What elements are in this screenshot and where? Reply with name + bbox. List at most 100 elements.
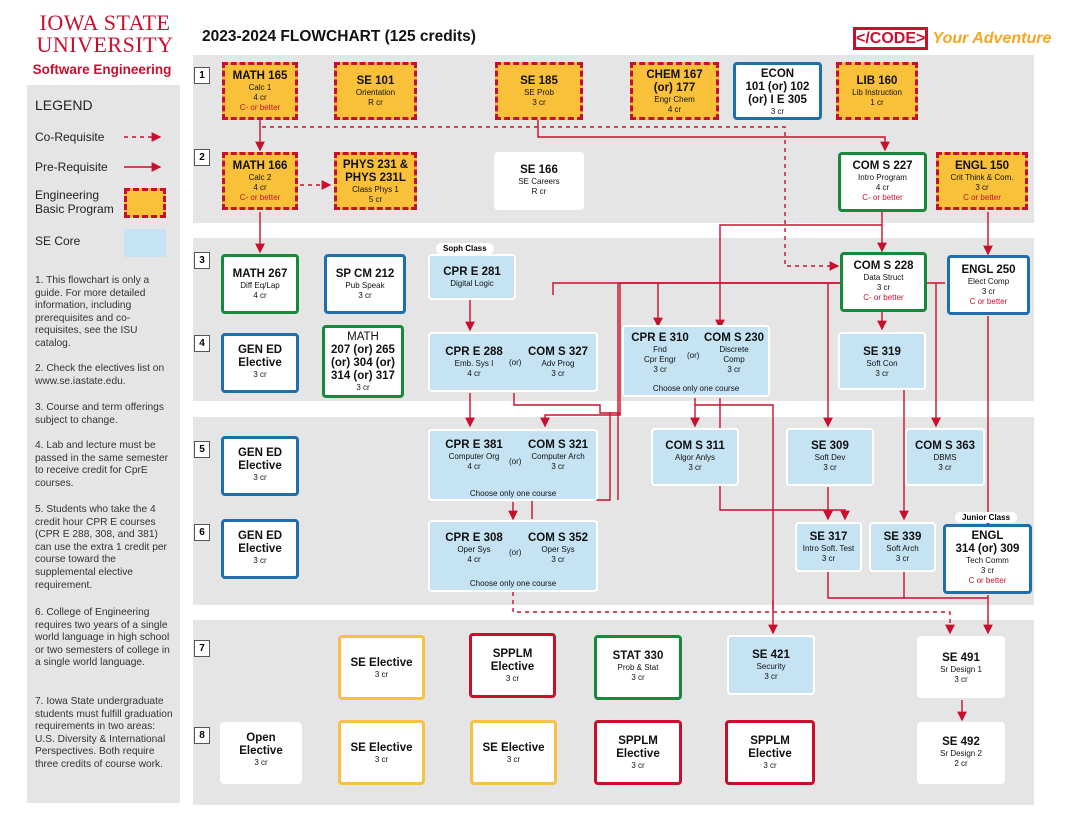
course-desc: Sr Design 2 [940, 749, 982, 758]
course-group-cpre-308-coms-352[interactable]: CPR E 308 Oper Sys 4 cr (or) COM S 352 O… [428, 520, 598, 592]
course-gen-ed-elective[interactable]: GEN ED Elective 3 cr [221, 519, 299, 579]
course-spplm-elective[interactable]: SPPLM Elective 3 cr [469, 633, 556, 698]
course-engl-250[interactable]: ENGL 250 Elect Comp 3 cr C or better [947, 255, 1030, 315]
course-gen-ed-elective[interactable]: GEN ED Elective 3 cr [221, 436, 299, 496]
course-math-165[interactable]: MATH 165 Calc 1 4 cr C- or better [222, 62, 298, 120]
course-se-339[interactable]: SE 339 Soft Arch 3 cr [869, 522, 936, 572]
course-code: SE 319 [863, 346, 901, 358]
course-math-267[interactable]: MATH 267 Diff Eq/Lap 4 cr [221, 254, 299, 314]
course-credits: 4 cr [467, 462, 481, 471]
course-se-319[interactable]: SE 319 Soft Con 3 cr [838, 332, 926, 390]
course-code-alt: Elective [238, 357, 282, 369]
course-code: COM S 311 [665, 440, 725, 452]
course-code: SE 101 [356, 75, 395, 87]
course-code: SE 491 [942, 652, 980, 664]
course-open-elective[interactable]: Open Elective 3 cr [220, 722, 302, 784]
course-coms-327[interactable]: COM S 327 Adv Prog 3 cr [518, 334, 598, 390]
course-desc: Security [756, 662, 786, 671]
course-cpre-308[interactable]: CPR E 308 Oper Sys 4 cr [430, 522, 518, 577]
course-code: GEN ED [237, 447, 283, 459]
course-cpre-310[interactable]: CPR E 310 Fnd Cpr Engr 3 cr [624, 327, 696, 382]
course-desc: Oper Sys [541, 545, 575, 554]
course-cpre-281[interactable]: CPR E 281 Digital Logic [428, 254, 516, 300]
course-group-cpre-381-coms-321[interactable]: CPR E 381 Computer Org 4 cr (or) COM S 3… [428, 429, 598, 501]
course-desc: Sr Design 1 [940, 665, 982, 674]
course-cpre-381[interactable]: CPR E 381 Computer Org 4 cr [430, 431, 518, 486]
course-group-cpre-310-coms-230[interactable]: CPR E 310 Fnd Cpr Engr 3 cr (or) COM S 2… [622, 325, 770, 397]
course-code: SE Elective [350, 657, 413, 669]
course-code: LIB 160 [856, 75, 898, 87]
course-desc: SE Careers [518, 177, 560, 186]
course-coms-227[interactable]: COM S 227 Intro Program 4 cr C- or bette… [838, 152, 927, 212]
course-code: CPR E 310 [631, 332, 689, 344]
course-credits: 3 cr [821, 554, 836, 563]
course-coms-228[interactable]: COM S 228 Data Struct 3 cr C- or better [840, 252, 927, 312]
legend-title: LEGEND [35, 97, 93, 113]
legend-core-swatch [124, 229, 166, 257]
course-code: CPR E 308 [445, 532, 503, 544]
course-stat-330[interactable]: STAT 330 Prob & Stat 3 cr [594, 635, 682, 700]
course-math-166[interactable]: MATH 166 Calc 2 4 cr C- or better [222, 152, 298, 210]
course-engl-150[interactable]: ENGL 150 Crit Think & Com. 3 cr C or bet… [936, 152, 1028, 210]
course-code-alt: 101 (or) 102 [745, 81, 810, 93]
course-credits: 3 cr [770, 107, 785, 116]
course-spplm-elective[interactable]: SPPLM Elective 3 cr [725, 720, 815, 785]
university-name: IOWA STATE UNIVERSITY [36, 10, 174, 57]
course-se-elective[interactable]: SE Elective 3 cr [338, 635, 425, 700]
course-code: PHYS 231 & [342, 159, 409, 171]
course-se-elective[interactable]: SE Elective 3 cr [338, 720, 425, 785]
note-2: 2. Check the electives list on www.se.ia… [35, 363, 165, 387]
course-se-317[interactable]: SE 317 Intro Soft. Test 3 cr [795, 522, 862, 572]
course-code: SE 309 [811, 440, 849, 452]
course-coms-321[interactable]: COM S 321 Computer Arch 3 cr [518, 431, 598, 486]
course-se-421[interactable]: SE 421 Security 3 cr [727, 635, 815, 695]
course-credits: 3 cr [253, 473, 267, 482]
course-math-207[interactable]: MATH 207 (or) 265 (or) 304 (or) 314 (or)… [322, 325, 404, 398]
semester-number: 3 [194, 252, 210, 269]
course-code: SE 166 [520, 164, 558, 176]
legend-ebp-swatch [124, 188, 166, 218]
course-coms-311[interactable]: COM S 311 Algor Anlys 3 cr [651, 428, 739, 486]
course-code: MATH 166 [232, 160, 288, 172]
course-econ[interactable]: ECON 101 (or) 102 (or) I E 305 3 cr [733, 62, 822, 120]
course-se-491[interactable]: SE 491 Sr Design 1 3 cr [917, 636, 1005, 698]
course-se-185[interactable]: SE 185 SE Prob 3 cr [495, 62, 583, 120]
course-credits: 3 cr [254, 758, 268, 767]
choose-one-note: Choose only one course [469, 579, 557, 588]
course-cpre-288[interactable]: CPR E 288 Emb. Sys I 4 cr [430, 334, 518, 390]
soph-class-tag: Soph Class [436, 243, 494, 254]
course-coms-230[interactable]: COM S 230 Discrete Comp 3 cr [698, 327, 770, 382]
course-desc: SE Prob [524, 88, 554, 97]
course-code: SE Elective [482, 742, 545, 754]
course-group-cpre-288-coms-327[interactable]: CPR E 288 Emb. Sys I 4 cr (or) COM S 327… [428, 332, 598, 392]
course-coms-363[interactable]: COM S 363 DBMS 3 cr [905, 428, 985, 486]
course-desc: Intro Program [858, 173, 907, 182]
course-se-elective[interactable]: SE Elective 3 cr [470, 720, 557, 785]
course-spcm-212[interactable]: SP CM 212 Pub Speak 3 cr [324, 254, 406, 314]
course-coms-352[interactable]: COM S 352 Oper Sys 3 cr [518, 522, 598, 577]
course-desc: Data Struct [863, 273, 904, 282]
course-se-101[interactable]: SE 101 Orientation R cr [334, 62, 417, 120]
course-lib-160[interactable]: LIB 160 Lib Instruction 1 cr [836, 62, 918, 120]
note-7: 7. Iowa State undergraduate students mus… [35, 696, 173, 770]
course-grade-note: C or better [969, 297, 1008, 306]
course-chem-167[interactable]: CHEM 167 (or) 177 Engr Chem 4 cr [630, 62, 719, 120]
course-credits: 3 cr [727, 365, 741, 374]
course-gen-ed-elective[interactable]: GEN ED Elective 3 cr [221, 333, 299, 393]
course-grade-note: C- or better [862, 193, 903, 202]
course-desc: Calc 2 [248, 173, 272, 182]
course-credits: 3 cr [551, 555, 565, 564]
course-code: CPR E 288 [445, 346, 503, 358]
course-phys-231[interactable]: PHYS 231 & PHYS 231L Class Phys 1 5 cr [334, 152, 417, 210]
course-se-166[interactable]: SE 166 SE Careers R cr [494, 152, 584, 210]
course-spplm-elective[interactable]: SPPLM Elective 3 cr [594, 720, 682, 785]
course-code-alt: Elective [239, 745, 283, 757]
course-credits: 3 cr [253, 556, 267, 565]
course-credits: 3 cr [631, 761, 645, 770]
course-se-492[interactable]: SE 492 Sr Design 2 2 cr [917, 722, 1005, 784]
course-code-alt: (or) 177 [653, 82, 696, 94]
course-se-309[interactable]: SE 309 Soft Dev 3 cr [786, 428, 874, 486]
course-desc: Soft Con [866, 359, 898, 368]
course-desc: DBMS [933, 453, 957, 462]
course-engl-314[interactable]: ENGL 314 (or) 309 Tech Comm 3 cr C or be… [943, 524, 1032, 594]
